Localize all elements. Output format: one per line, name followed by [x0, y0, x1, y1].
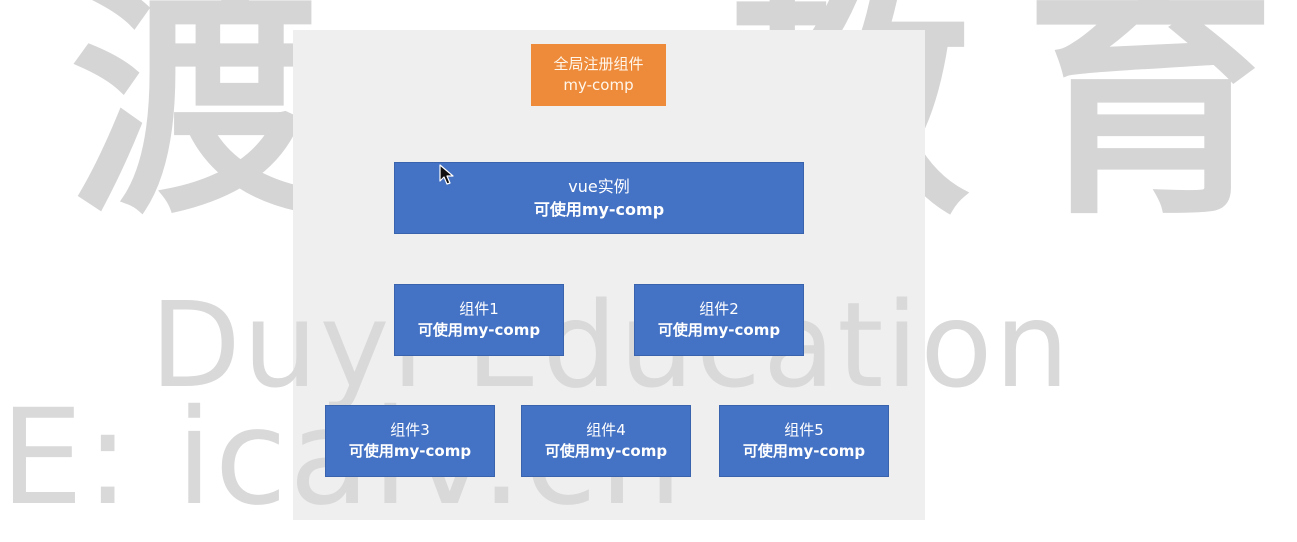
vue-instance-node: vue实例 可使用my-comp [394, 162, 804, 234]
node-subtitle: 可使用my-comp [657, 321, 781, 339]
mouse-pointer-icon [439, 164, 454, 185]
global-component-node: 全局注册组件 my-comp [531, 44, 666, 106]
node-subtitle: 可使用my-comp [544, 442, 668, 460]
component-5-node: 组件5 可使用my-comp [719, 405, 889, 477]
node-title: 组件4 [586, 421, 626, 439]
component-3-node: 组件3 可使用my-comp [325, 405, 495, 477]
node-title: 组件1 [459, 300, 499, 318]
node-title: 组件5 [784, 421, 824, 439]
node-subtitle: 可使用my-comp [742, 442, 866, 460]
node-subtitle: my-comp [563, 76, 634, 94]
node-title: 全局注册组件 [553, 55, 644, 73]
component-2-node: 组件2 可使用my-comp [634, 284, 804, 356]
watermark-char: 渡 [70, 0, 320, 248]
component-4-node: 组件4 可使用my-comp [521, 405, 691, 477]
component-1-node: 组件1 可使用my-comp [394, 284, 564, 356]
node-title: vue实例 [568, 177, 630, 196]
node-subtitle: 可使用my-comp [533, 200, 665, 219]
watermark-char: 育 [1025, 0, 1275, 248]
node-title: 组件2 [699, 300, 739, 318]
node-subtitle: 可使用my-comp [417, 321, 541, 339]
node-title: 组件3 [390, 421, 430, 439]
node-subtitle: 可使用my-comp [348, 442, 472, 460]
